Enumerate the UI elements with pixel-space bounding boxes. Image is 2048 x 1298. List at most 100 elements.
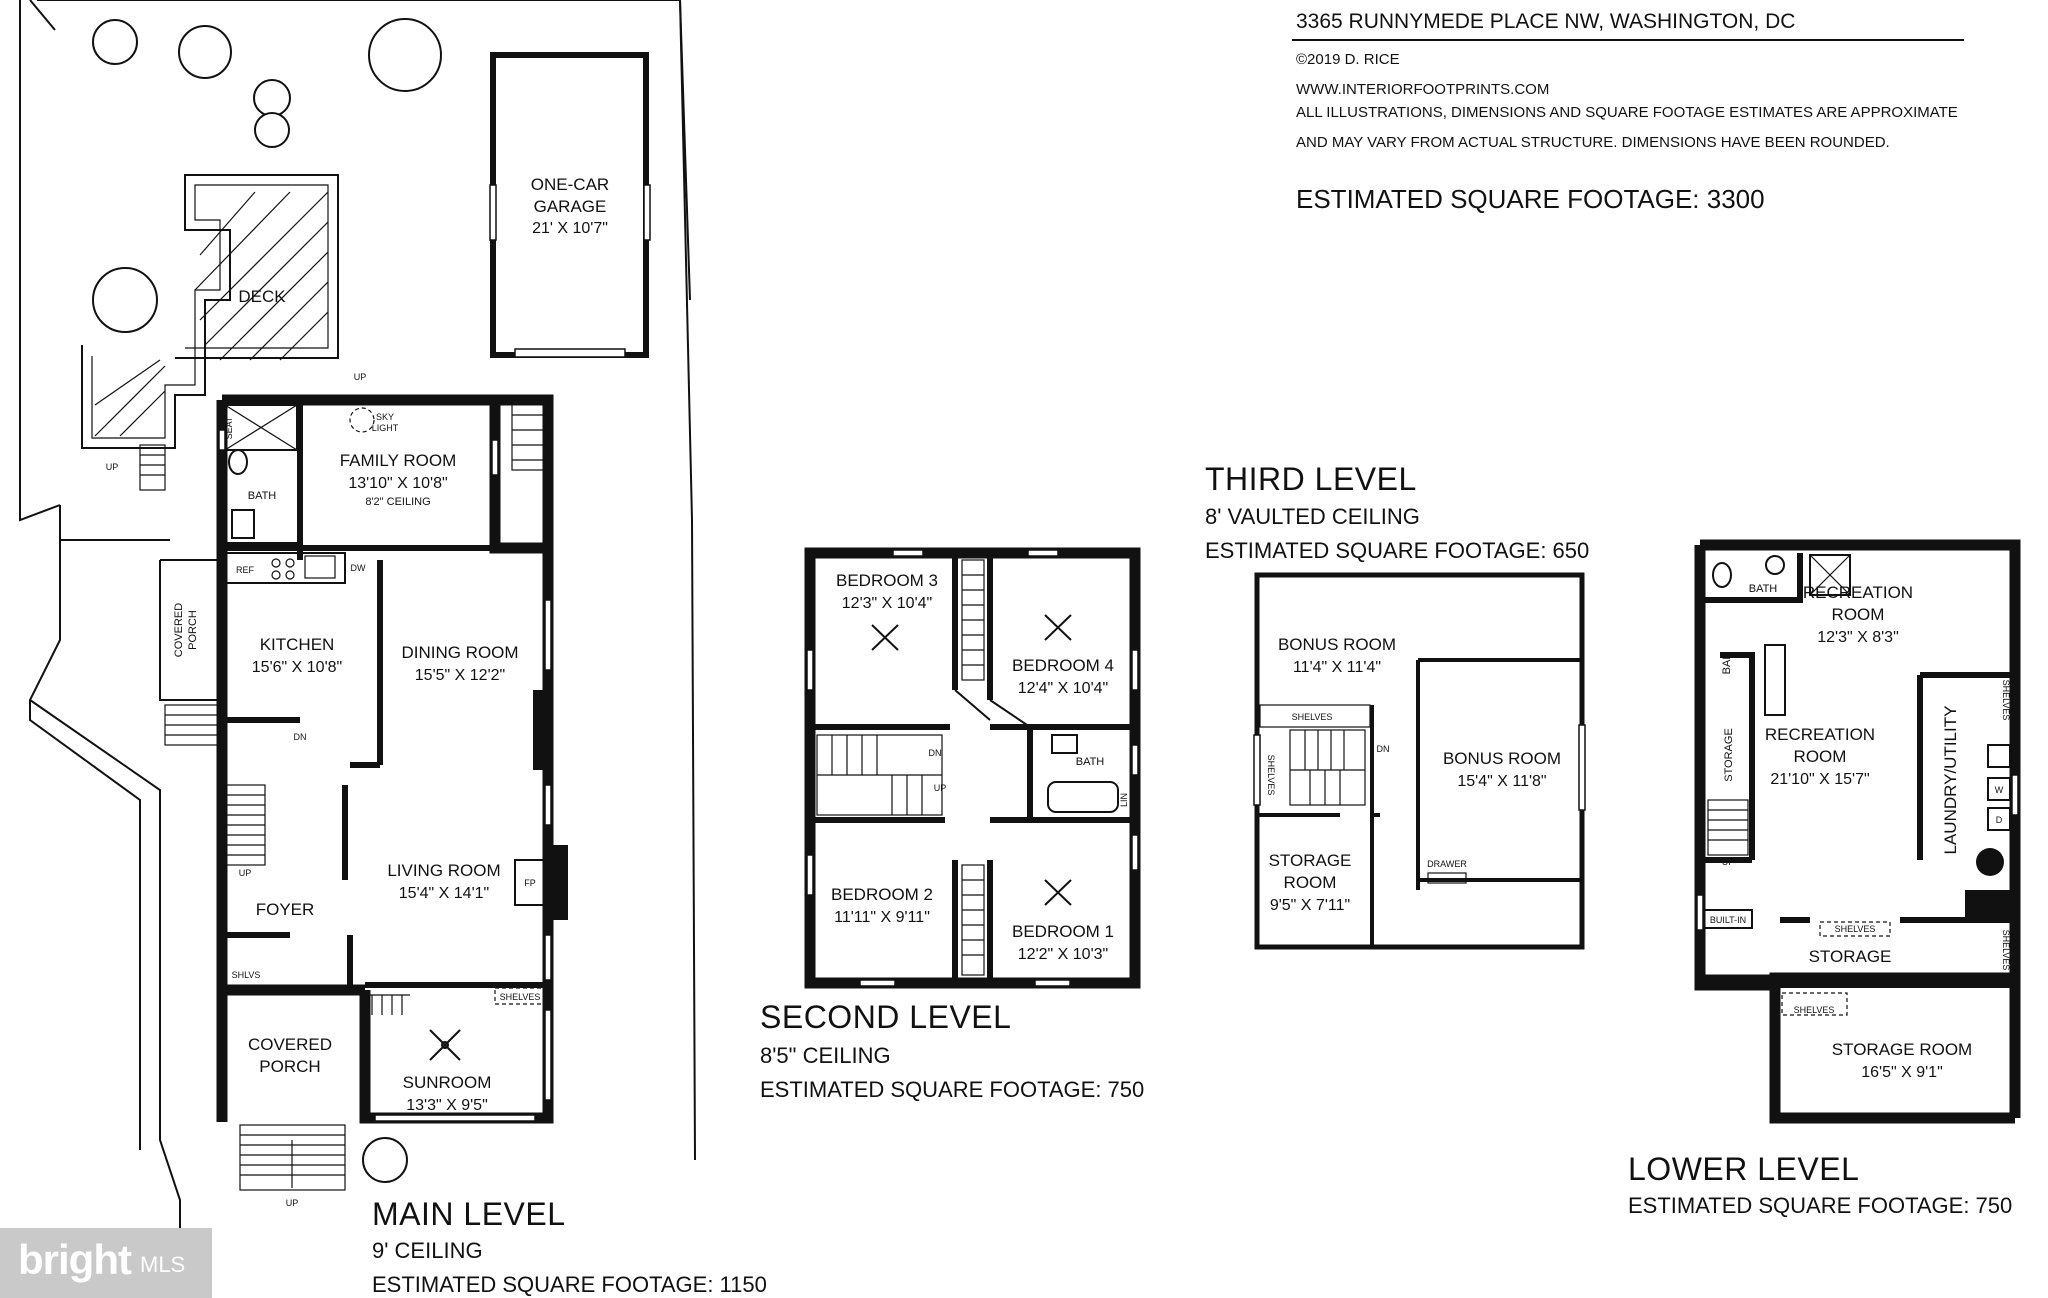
main-stairs-dn: DN — [294, 732, 307, 742]
lower-storage-wall — [1700, 652, 1755, 863]
third-stairs — [1289, 729, 1366, 806]
storage-room-label: STORAGE ROOM — [1832, 1040, 1972, 1059]
washer-label: W — [1995, 785, 2004, 795]
second-vertical-walls — [952, 553, 993, 983]
main-window — [544, 934, 552, 981]
bedroom3-dimensions: 12'3" X 10'4" — [842, 595, 932, 612]
lower-shelves-side-1: SHELVES — [2001, 680, 2011, 721]
ceiling-fan-icon — [871, 624, 899, 651]
lower-level-title: LOWER LEVEL — [1628, 1151, 1859, 1187]
second-closet-stairs — [961, 559, 985, 976]
lot-line-walk — [28, 540, 181, 1298]
third-storage-label-1: STORAGE — [1269, 851, 1352, 870]
garage-window — [643, 184, 651, 241]
main-stairs-up: UP — [239, 868, 252, 878]
dryer-label: D — [1996, 815, 2003, 825]
third-stairs-dn: DN — [1377, 744, 1390, 754]
website-text: WWW.INTERIORFOOTPRINTS.COM — [1296, 81, 1549, 98]
disclaimer-line-1: ALL ILLUSTRATIONS, DIMENSIONS AND SQUARE… — [1296, 104, 1958, 121]
ref-label: REF — [236, 565, 255, 575]
toilet-icon — [228, 449, 248, 475]
second-window — [806, 649, 814, 691]
main-level-plan: DECK ONE-CAR GARAGE 21' X 10'7" SEAT BAT… — [19, 0, 767, 1298]
lower-level-sqft: ESTIMATED SQUARE FOOTAGE: 750 — [1628, 1193, 2012, 1218]
skylight-icon — [349, 407, 375, 433]
lower-stairs — [1707, 799, 1749, 856]
side-porch-outline — [159, 559, 222, 701]
deck-label: DECK — [238, 287, 286, 306]
built-in-box — [1703, 909, 1753, 929]
sky-light-label-1: SKY — [376, 412, 394, 422]
main-level-ceiling: 9' CEILING — [372, 1238, 483, 1263]
third-bonus-walls — [1416, 658, 1582, 890]
sunroom-windows — [374, 1114, 536, 1122]
water-heater-icon — [1976, 848, 2004, 876]
foyer-sunroom-wall — [347, 935, 365, 993]
fp-label: FP — [524, 878, 536, 888]
shower-diag — [224, 404, 298, 451]
rec-room-a-label-1: RECREATION — [1803, 583, 1913, 602]
lower-bath-wall — [1700, 553, 1803, 603]
seat-label: SEAT — [224, 416, 234, 439]
tree-icon — [368, 18, 442, 92]
second-level-ceiling: 8'5" CEILING — [760, 1043, 891, 1068]
rec-room-b-label-1: RECREATION — [1765, 725, 1875, 744]
covered-porch-side-1: COVERED — [173, 603, 185, 657]
family-room-label: FAMILY ROOM — [340, 451, 457, 470]
bedroom4-dimensions: 12'4" X 10'4" — [1018, 680, 1108, 697]
second-window — [806, 854, 814, 896]
main-stairs — [224, 784, 266, 866]
bathtub-icon — [1047, 781, 1119, 813]
main-window — [218, 429, 226, 451]
bedroom1-label: BEDROOM 1 — [1012, 922, 1114, 941]
bedroom2-label: BEDROOM 2 — [831, 885, 933, 904]
second-stairs — [816, 734, 943, 816]
second-bath-label: BATH — [1076, 756, 1105, 768]
bonus-room-b-dimensions: 15'4" X 11'8" — [1457, 773, 1546, 790]
furnace-icon — [1965, 890, 2010, 920]
dryer-box — [1987, 807, 2011, 831]
second-stairs-up: UP — [934, 783, 947, 793]
sunroom-steps — [365, 994, 410, 1015]
deck-inner — [91, 184, 329, 439]
main-level-sqft: ESTIMATED SQUARE FOOTAGE: 1150 — [372, 1272, 767, 1297]
dining-room-dimensions: 15'5" X 12'2" — [415, 667, 505, 684]
tree-icon — [253, 79, 291, 117]
dining-room-label: DINING ROOM — [401, 643, 518, 662]
sunroom-dimensions: 13'3" X 9'5" — [406, 1097, 488, 1114]
second-window — [892, 549, 924, 557]
laundry-label: LAUNDRY/UTILITY — [1941, 706, 1960, 855]
tree-icon — [362, 1137, 408, 1183]
family-room-dimensions: 13'10" X 10'8" — [348, 475, 447, 492]
third-shelves-label: SHELVES — [1292, 712, 1333, 722]
stove-burner — [285, 570, 295, 580]
storage-room-shelves-label: SHELVES — [1794, 1005, 1835, 1015]
shower-stall — [224, 404, 298, 451]
lin-label: LIN — [1119, 793, 1129, 807]
sky-light-label-2: LIGHT — [372, 423, 399, 433]
shlvs-label: SHLVS — [232, 970, 261, 980]
living-room-dimensions: 15'4" X 14'1" — [399, 885, 489, 902]
tree-icon — [254, 112, 290, 148]
lower-shelves-label: SHELVES — [1835, 924, 1876, 934]
main-window — [544, 1009, 552, 1101]
stove-burner — [271, 558, 281, 568]
third-storage-walls — [1257, 705, 1380, 947]
second-window — [1027, 549, 1059, 557]
lot-line-left — [19, 0, 170, 541]
lower-outer-wall-2 — [1700, 974, 1781, 1118]
front-steps-up: UP — [286, 1198, 299, 1208]
lower-shelves-box — [1819, 921, 1891, 937]
second-level-title: SECOND LEVEL — [760, 999, 1011, 1035]
lower-shower — [1809, 554, 1851, 596]
bright-mls-logo: bright MLS — [0, 1228, 212, 1298]
lot-corner — [19, 0, 56, 31]
sunroom-shelves — [494, 987, 546, 1005]
deck-boards — [94, 191, 329, 437]
drawer-box — [1427, 872, 1467, 884]
second-stairs-dn: DN — [929, 748, 942, 758]
rec-room-a-label-2: ROOM — [1832, 605, 1885, 624]
total-sqft: ESTIMATED SQUARE FOOTAGE: 3300 — [1296, 184, 1765, 214]
bedroom4-label: BEDROOM 4 — [1012, 656, 1114, 675]
